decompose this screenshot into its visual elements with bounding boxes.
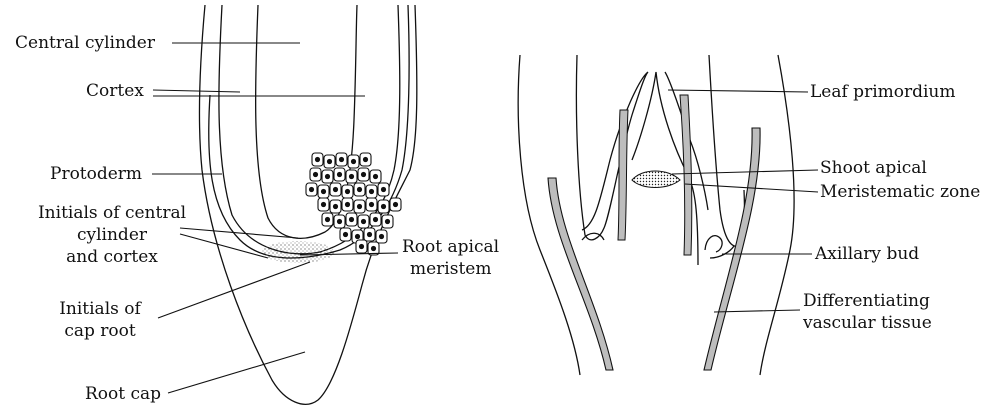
label-leaf-primordium: Leaf primordium (810, 82, 956, 102)
cell-nucleus (362, 156, 369, 163)
label-initials-central-cylinder-line2: cylinder (76, 225, 148, 245)
cell-nucleus (324, 216, 331, 223)
cell-nucleus (380, 203, 387, 210)
cell-nucleus (344, 201, 351, 208)
cell-nucleus (348, 173, 355, 180)
cell-nucleus (326, 158, 333, 165)
cell-nucleus (368, 201, 375, 208)
cell-nucleus (342, 231, 349, 238)
vascular-strand-center-right (679, 94, 693, 256)
cell-nucleus (348, 216, 355, 223)
cell-nucleus (320, 201, 327, 208)
axillary-bud (704, 235, 735, 259)
central-cylinder-outline (254, 4, 358, 239)
label-initials-cap-root-line1: Initials of (59, 299, 141, 319)
cell-nucleus (354, 233, 361, 240)
cell-nucleus (356, 203, 363, 210)
cell-nucleus (380, 186, 387, 193)
label-root-cap: Root cap (85, 384, 162, 404)
label-initials-central-cylinder-line1: Initials of central (37, 203, 187, 223)
cell-nucleus (344, 188, 351, 195)
cell-nucleus (332, 186, 339, 193)
right-leaf (708, 54, 746, 247)
cell-nucleus (370, 245, 377, 252)
cell-nucleus (360, 218, 367, 225)
cell-nucleus (320, 188, 327, 195)
stem-right-wall (759, 54, 795, 376)
cell-nucleus (392, 201, 399, 208)
cell-nucleus (332, 203, 339, 210)
label-central-cylinder: Central cylinder (15, 33, 155, 53)
cell-nucleus (384, 218, 391, 225)
label-differentiating-line2: vascular tissue (803, 313, 932, 333)
root-tip-figure (198, 4, 418, 405)
initials-stipple (262, 241, 334, 263)
shoot-apex-leaders (667, 89, 819, 313)
vascular-strand-center-left (617, 109, 629, 241)
label-cortex: Cortex (86, 81, 144, 101)
cell-nucleus (336, 218, 343, 225)
label-initials-cap-root-line2: cap root (64, 321, 136, 341)
cell-nucleus (324, 173, 331, 180)
label-axillary-bud: Axillary bud (815, 244, 920, 264)
cell-nucleus (366, 231, 373, 238)
stem-left-wall (517, 54, 581, 376)
label-protoderm: Protoderm (50, 164, 143, 184)
vascular-strand-left (547, 177, 614, 371)
shoot-apical-meristem (631, 170, 681, 188)
cell-nucleus (350, 158, 357, 165)
cell-nucleus (336, 171, 343, 178)
root-cap-outline (198, 4, 418, 405)
cell-nucleus (368, 188, 375, 195)
cell-nucleus (372, 216, 379, 223)
cell-nucleus (372, 173, 379, 180)
cell-nucleus (356, 186, 363, 193)
cell-nucleus (308, 186, 315, 193)
cell-nucleus (358, 243, 365, 250)
cell-nucleus (312, 171, 319, 178)
cell-nucleus (360, 171, 367, 178)
label-meristematic-zone: Meristematic zone (820, 182, 981, 202)
label-differentiating-line1: Differentiating (803, 291, 930, 311)
protoderm-outline (208, 4, 410, 259)
root-tip-leaders (152, 42, 399, 394)
label-initials-central-cylinder-line3: and cortex (66, 247, 158, 267)
label-root-apical-meristem-line2: meristem (410, 259, 492, 279)
label-shoot-apical: Shoot apical (820, 158, 927, 178)
cell-nucleus (338, 156, 345, 163)
cell-cluster (305, 152, 402, 256)
label-root-apical-meristem-line1: Root apical (402, 237, 500, 257)
shoot-apex-figure (517, 54, 795, 376)
cell-nucleus (314, 156, 321, 163)
cell-nucleus (378, 233, 385, 240)
